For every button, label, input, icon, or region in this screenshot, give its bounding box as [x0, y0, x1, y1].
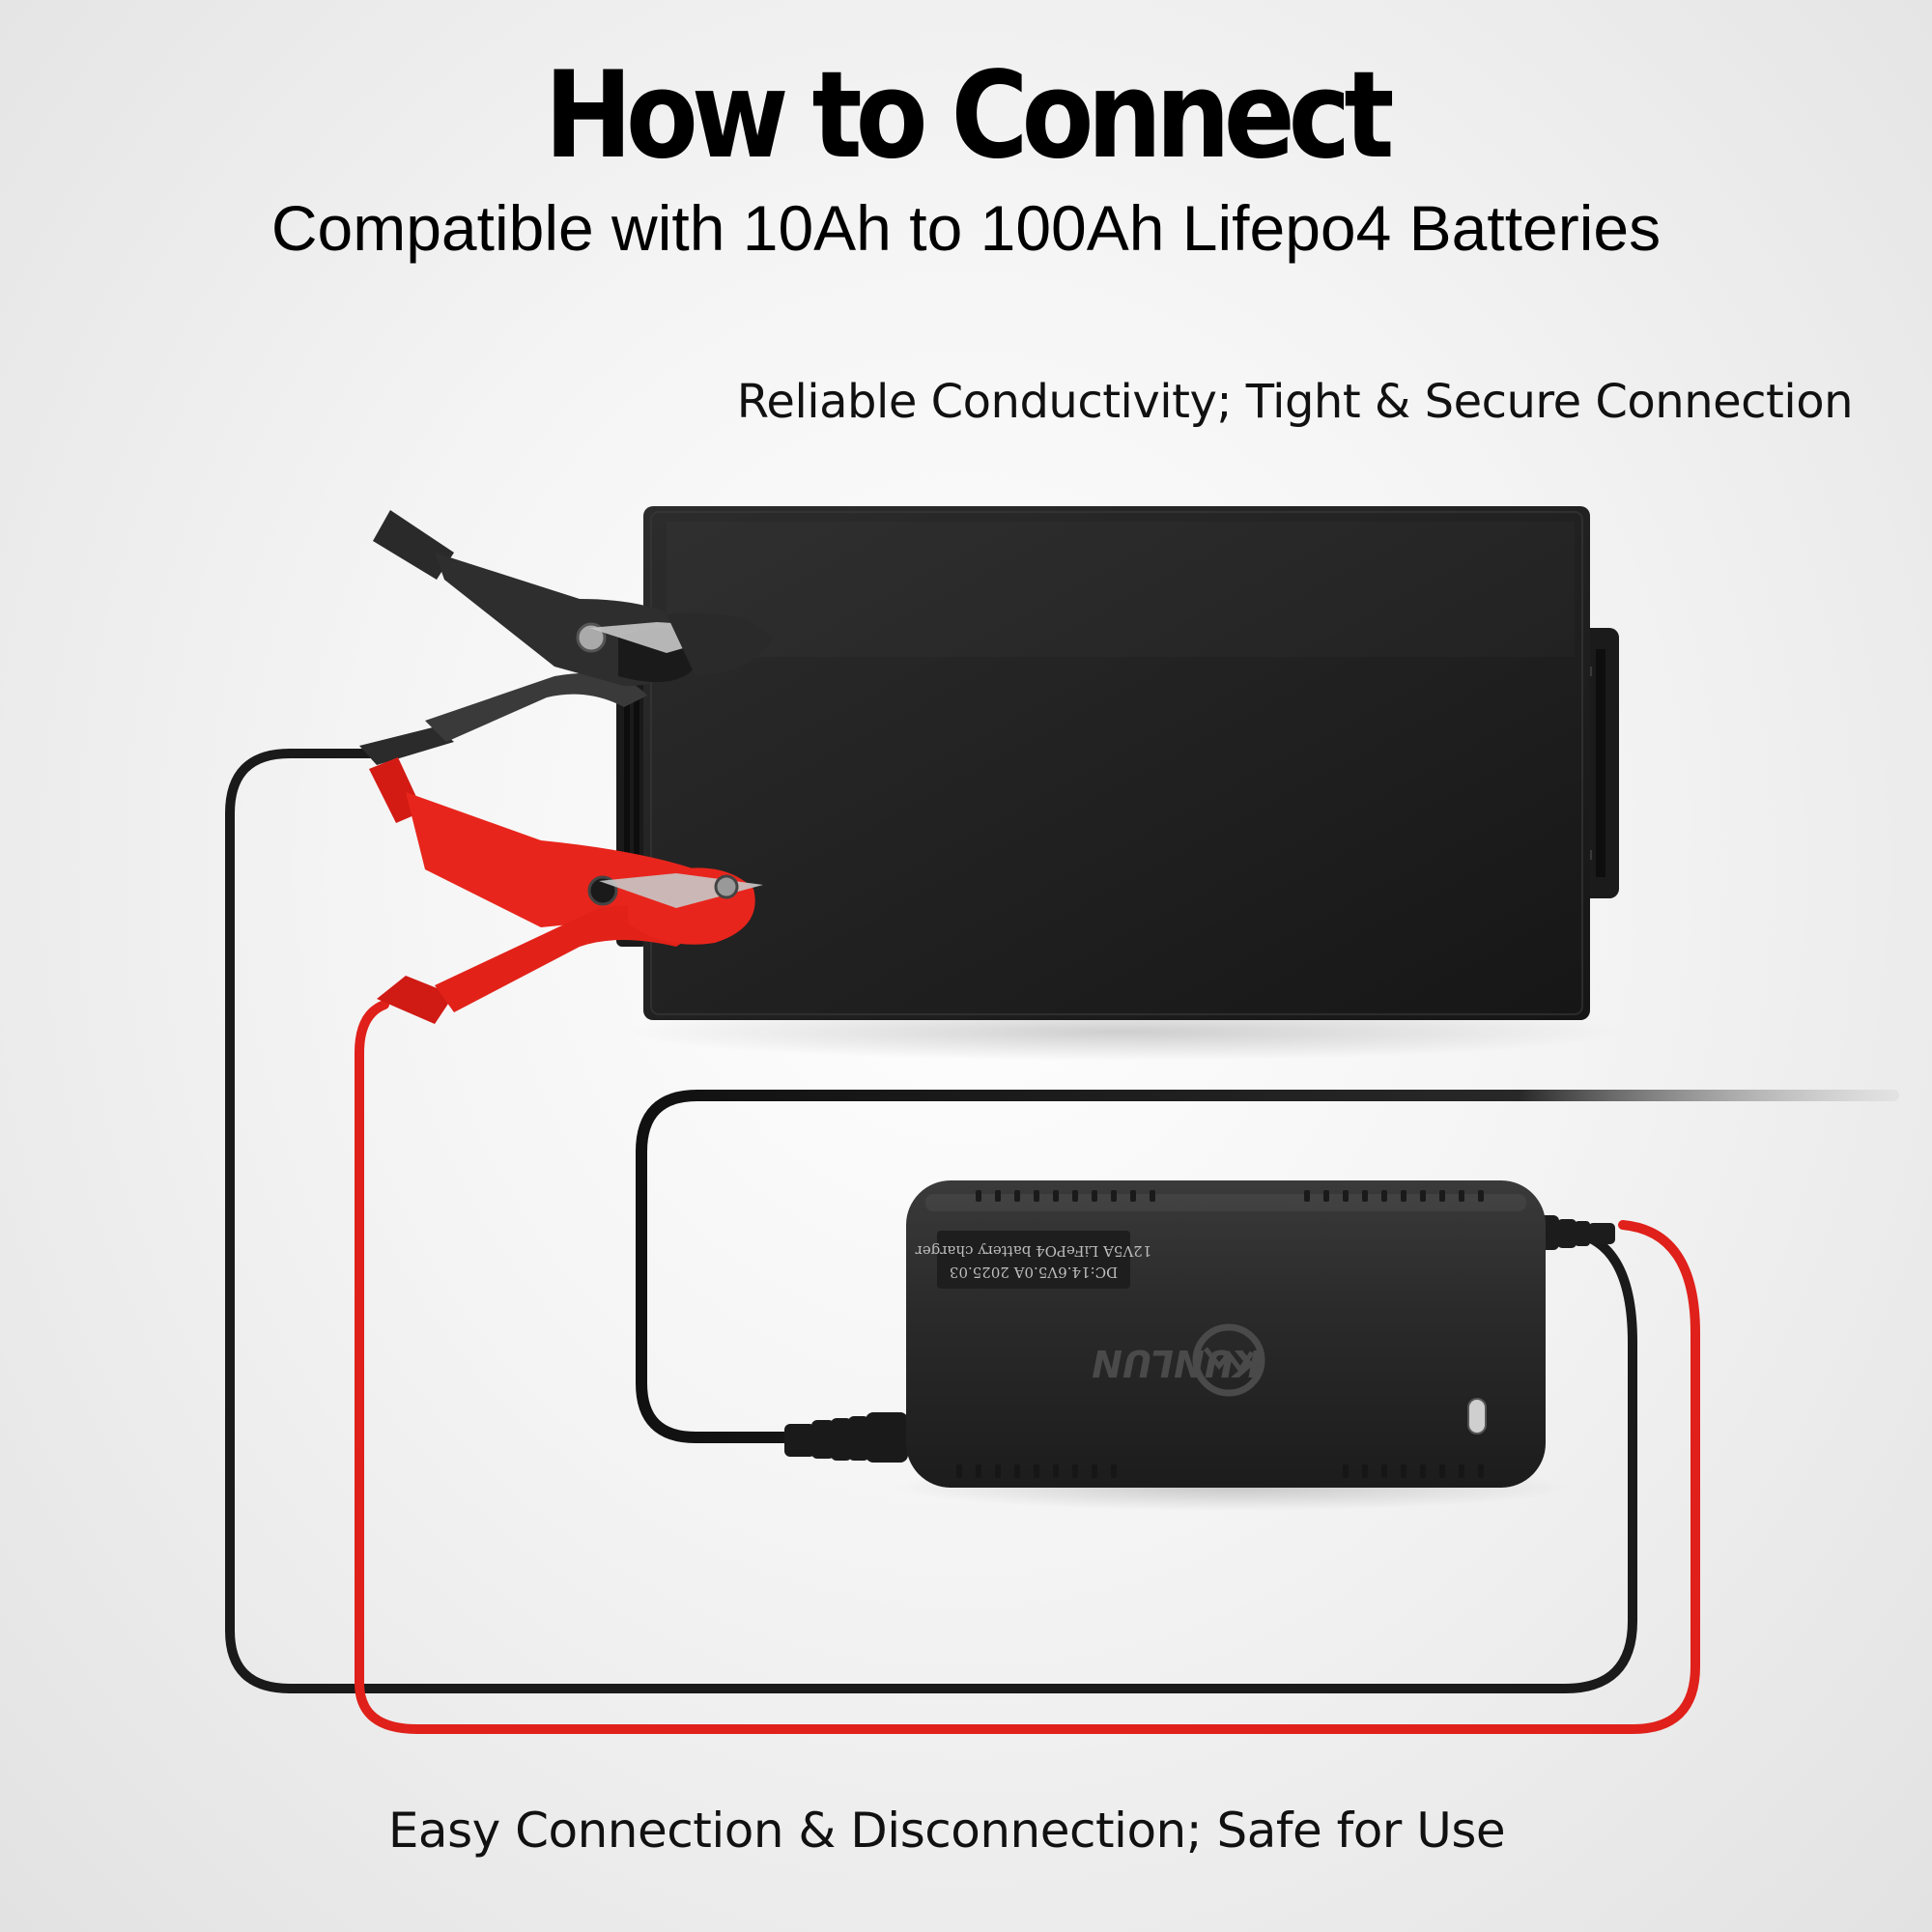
charger-spec-plate: [937, 1231, 1130, 1289]
mountain-logo-icon: [1192, 1323, 1265, 1397]
ac-cable-strain-relief: [784, 1412, 908, 1463]
red-alligator-clamp: [369, 757, 763, 1024]
charger-bottom-vents: [956, 1464, 1484, 1478]
red-wire: [355, 1000, 1700, 1734]
ac-input-cable: [636, 1090, 1899, 1443]
charger-spec-line1: DC:14.6V5.0A 2025.03: [950, 1264, 1118, 1281]
page-subtitle: Compatible with 10Ah to 100Ah Lifepo4 Ba…: [270, 192, 1662, 264]
caption-conductivity: Reliable Conductivity; Tight & Secure Co…: [736, 375, 1854, 429]
caption-easy-connection: Easy Connection & Disconnection; Safe fo…: [387, 1803, 1506, 1859]
black-alligator-clamp: [359, 510, 773, 765]
charger-spec-line2: 12V5A LiFePO4 battery charger: [915, 1242, 1152, 1260]
black-wire: [225, 749, 1637, 1693]
lifepo4-battery: [643, 506, 1590, 1020]
battery-charger: DC:14.6V5.0A 2025.03 12V5A LiFePO4 batte…: [906, 1180, 1546, 1488]
charger-output-cable: [1534, 1215, 1615, 1250]
page-title: How to Connect: [544, 46, 1395, 185]
led-indicator-icon: [1467, 1398, 1487, 1435]
charger-top-vents: [976, 1190, 1484, 1202]
